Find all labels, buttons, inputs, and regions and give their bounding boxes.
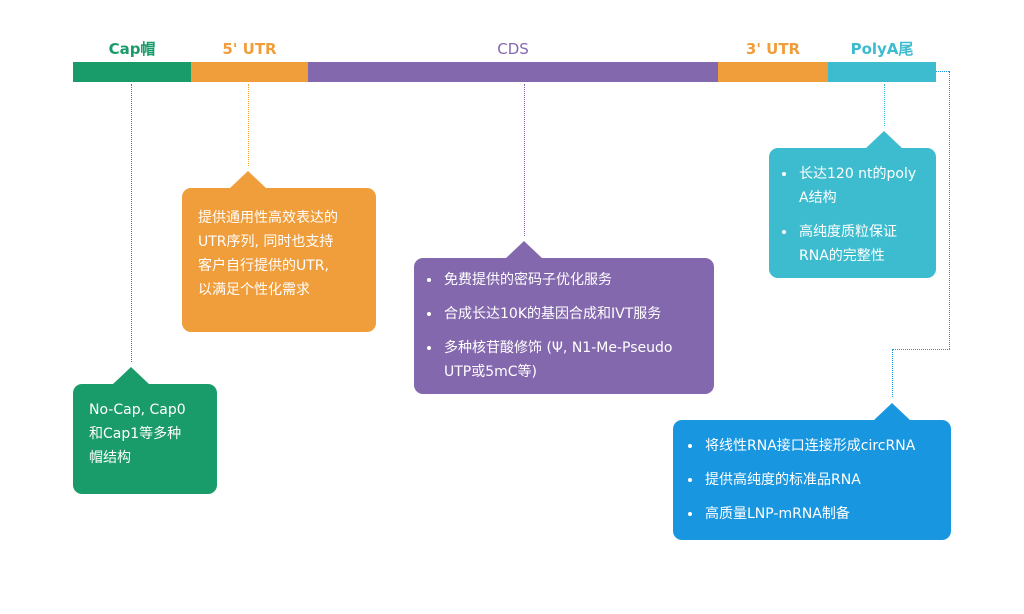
cap-info-line: No-Cap, Cap0 [89,402,186,418]
connector-circ-mid [892,349,950,350]
polya-info-box: 长达120 nt的poly A结构 高纯度质粒保证RNA的完整性 [769,131,936,278]
connector-cap [131,84,132,362]
polya-feature-list: 长达120 nt的poly A结构 高纯度质粒保证RNA的完整性 [781,162,920,268]
segment-label-5utr: 5' UTR [222,40,277,58]
cap-info-box: No-Cap, Cap0 和Cap1等多种 帽结构 [73,367,217,494]
circrna-feature-item: 将线性RNA接口连接形成circRNA [687,434,937,458]
segment-label-cap: Cap帽 [108,40,156,58]
cds-feature-list: 免费提供的密码子优化服务 合成长达10K的基因合成和IVT服务 多种核苷酸修饰 … [426,268,696,384]
segment-label-3utr: 3' UTR [745,40,801,58]
connector-circ-top [936,71,949,72]
utr-info-line: 客户自行提供的UTR, [198,258,329,274]
cds-feature-item: 多种核苷酸修饰 (Ψ, N1-Me-Pseudo UTP或5mC等) [426,336,696,384]
cap-info-line: 和Cap1等多种 [89,426,182,442]
segment-label-cds: CDS [497,40,529,58]
polya-feature-item: 高纯度质粒保证RNA的完整性 [781,220,920,268]
polya-feature-item: 长达120 nt的poly A结构 [781,162,920,210]
circrna-feature-item: 高质量LNP-mRNA制备 [687,502,937,526]
cds-feature-item: 免费提供的密码子优化服务 [426,268,696,292]
segment-bar-cds [308,62,718,82]
circrna-info-box: 将线性RNA接口连接形成circRNA 提供高纯度的标准品RNA 高质量LNP-… [673,403,951,540]
segment-bar-cap [73,62,191,82]
utr-info-line: 以满足个性化需求 [198,282,310,298]
segment-label-polya: PolyA尾 [850,40,914,58]
utr-info-line: UTR序列, 同时也支持 [198,234,334,250]
segment-bar-3utr [718,62,828,82]
segment-bar-polya [828,62,936,82]
connector-polya [884,84,885,126]
cap-info-line: 帽结构 [89,450,131,466]
segment-bar-5utr [191,62,308,82]
utr-info-line: 提供通用性高效表达的 [198,210,338,226]
connector-circ-right [949,71,950,349]
cds-info-box: 免费提供的密码子优化服务 合成长达10K的基因合成和IVT服务 多种核苷酸修饰 … [414,241,714,394]
connector-cds [524,84,525,236]
utr-info-box: 提供通用性高效表达的 UTR序列, 同时也支持 客户自行提供的UTR, 以满足个… [182,171,376,332]
connector-circ-down [892,349,893,397]
connector-5utr [248,84,249,166]
circrna-feature-list: 将线性RNA接口连接形成circRNA 提供高纯度的标准品RNA 高质量LNP-… [687,434,937,526]
circrna-feature-item: 提供高纯度的标准品RNA [687,468,937,492]
cds-feature-item: 合成长达10K的基因合成和IVT服务 [426,302,696,326]
